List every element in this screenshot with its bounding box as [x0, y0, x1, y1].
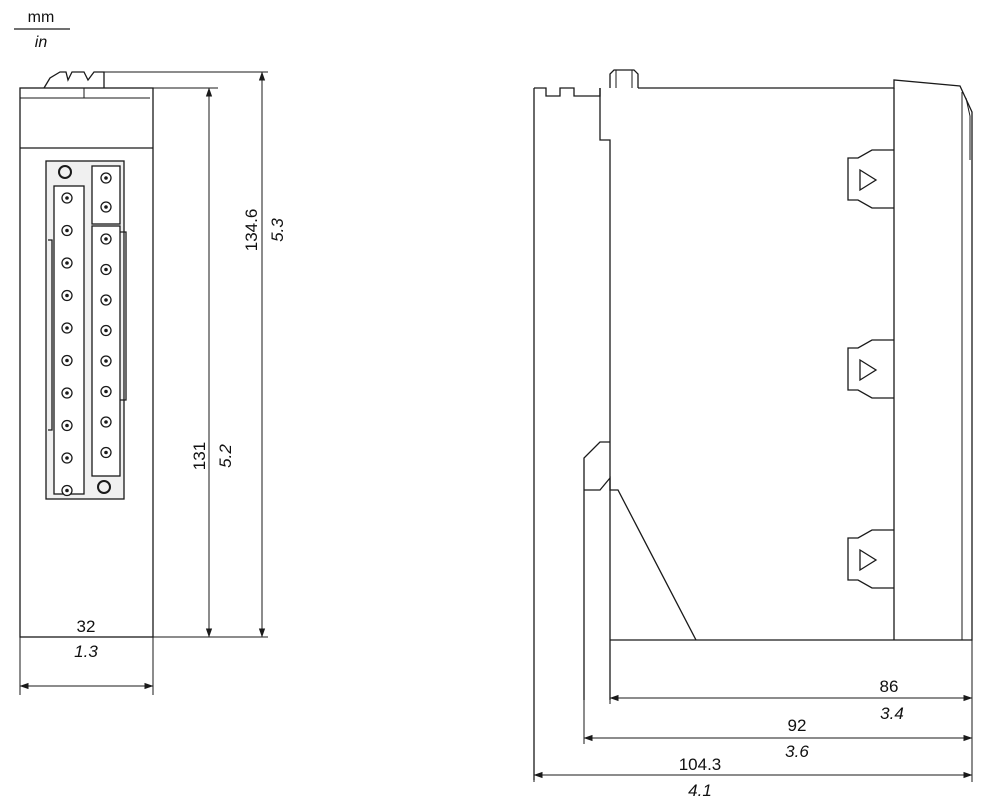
unit-in: in [35, 34, 48, 51]
terminal-screw-left-center [65, 456, 69, 460]
mounting-ring-top [58, 165, 72, 179]
front-top-edge [20, 88, 150, 99]
din-hook-1 [847, 149, 894, 209]
side-connector-column [599, 88, 611, 700]
side-depth-mid-in: 3.6 [785, 742, 809, 761]
front-height-total-mm: 134.6 [242, 209, 261, 252]
top-latch [43, 71, 105, 89]
terminal-left-strip [53, 185, 85, 495]
terminal-screw-left-center [65, 293, 69, 298]
terminal-screw-right-center [104, 328, 108, 333]
terminal-screw-right-center [104, 237, 108, 241]
terminal-screw-right-center [104, 298, 108, 302]
terminal-screw-left-center [65, 228, 69, 233]
side-top-latch [609, 69, 639, 88]
side-depth-body-in: 3.4 [880, 704, 904, 723]
front-height-body-in: 5.2 [216, 444, 235, 468]
terminal-screw-left-center [65, 196, 69, 200]
terminal-screw-right-center [104, 450, 108, 455]
terminal-screw-left-center [65, 358, 69, 363]
din-hook-2-tab [859, 358, 878, 382]
side-top-clip [534, 87, 601, 97]
terminal-screw-left-center [65, 261, 69, 265]
din-hook-1-tab [859, 168, 878, 192]
din-hook-2 [847, 339, 894, 399]
terminal-right-strip [91, 225, 121, 477]
terminal-screw-right-center [104, 359, 108, 363]
side-view [533, 69, 973, 782]
side-depth-body-mm: 86 [880, 677, 899, 696]
front-height-body-mm: 131 [190, 442, 209, 470]
terminal-screw-left-center [65, 423, 69, 428]
terminal-screw-right-center [104, 389, 108, 394]
front-width-mm: 32 [77, 617, 96, 636]
terminal-screw-left-center [65, 326, 69, 330]
side-top-latch-detail [615, 70, 633, 88]
side-depth-mid-mm: 92 [788, 716, 807, 735]
terminal-screws-left [61, 192, 73, 497]
din-hooks [847, 149, 894, 589]
terminal-screw-left-center [65, 391, 69, 395]
side-lower-latch [583, 441, 610, 700]
units-legend: mm in [14, 9, 70, 51]
front-height-total-in: 5.3 [268, 218, 287, 242]
din-hook-3 [847, 529, 894, 589]
side-body [610, 79, 973, 641]
mounting-ring-bottom [97, 480, 111, 494]
terminal-screws-right [100, 172, 112, 459]
terminal-screw-right-center [104, 176, 108, 180]
terminal-screw-left-center [65, 488, 69, 493]
side-depth-total-mm: 104.3 [679, 755, 722, 774]
terminal-left-tab [48, 239, 53, 431]
side-rear-curve [965, 97, 971, 160]
din-hook-3-tab [859, 548, 878, 572]
unit-mm: mm [28, 9, 55, 26]
side-bevel [584, 476, 697, 641]
terminal-screw-right-center [104, 205, 108, 209]
terminal-screw-right-center [104, 267, 108, 272]
terminal-side-tab [120, 231, 127, 401]
front-width-in: 1.3 [74, 642, 98, 661]
terminal-screw-right-center [104, 420, 108, 424]
front-view [19, 71, 268, 695]
side-depth-total-in: 4.1 [688, 781, 712, 800]
